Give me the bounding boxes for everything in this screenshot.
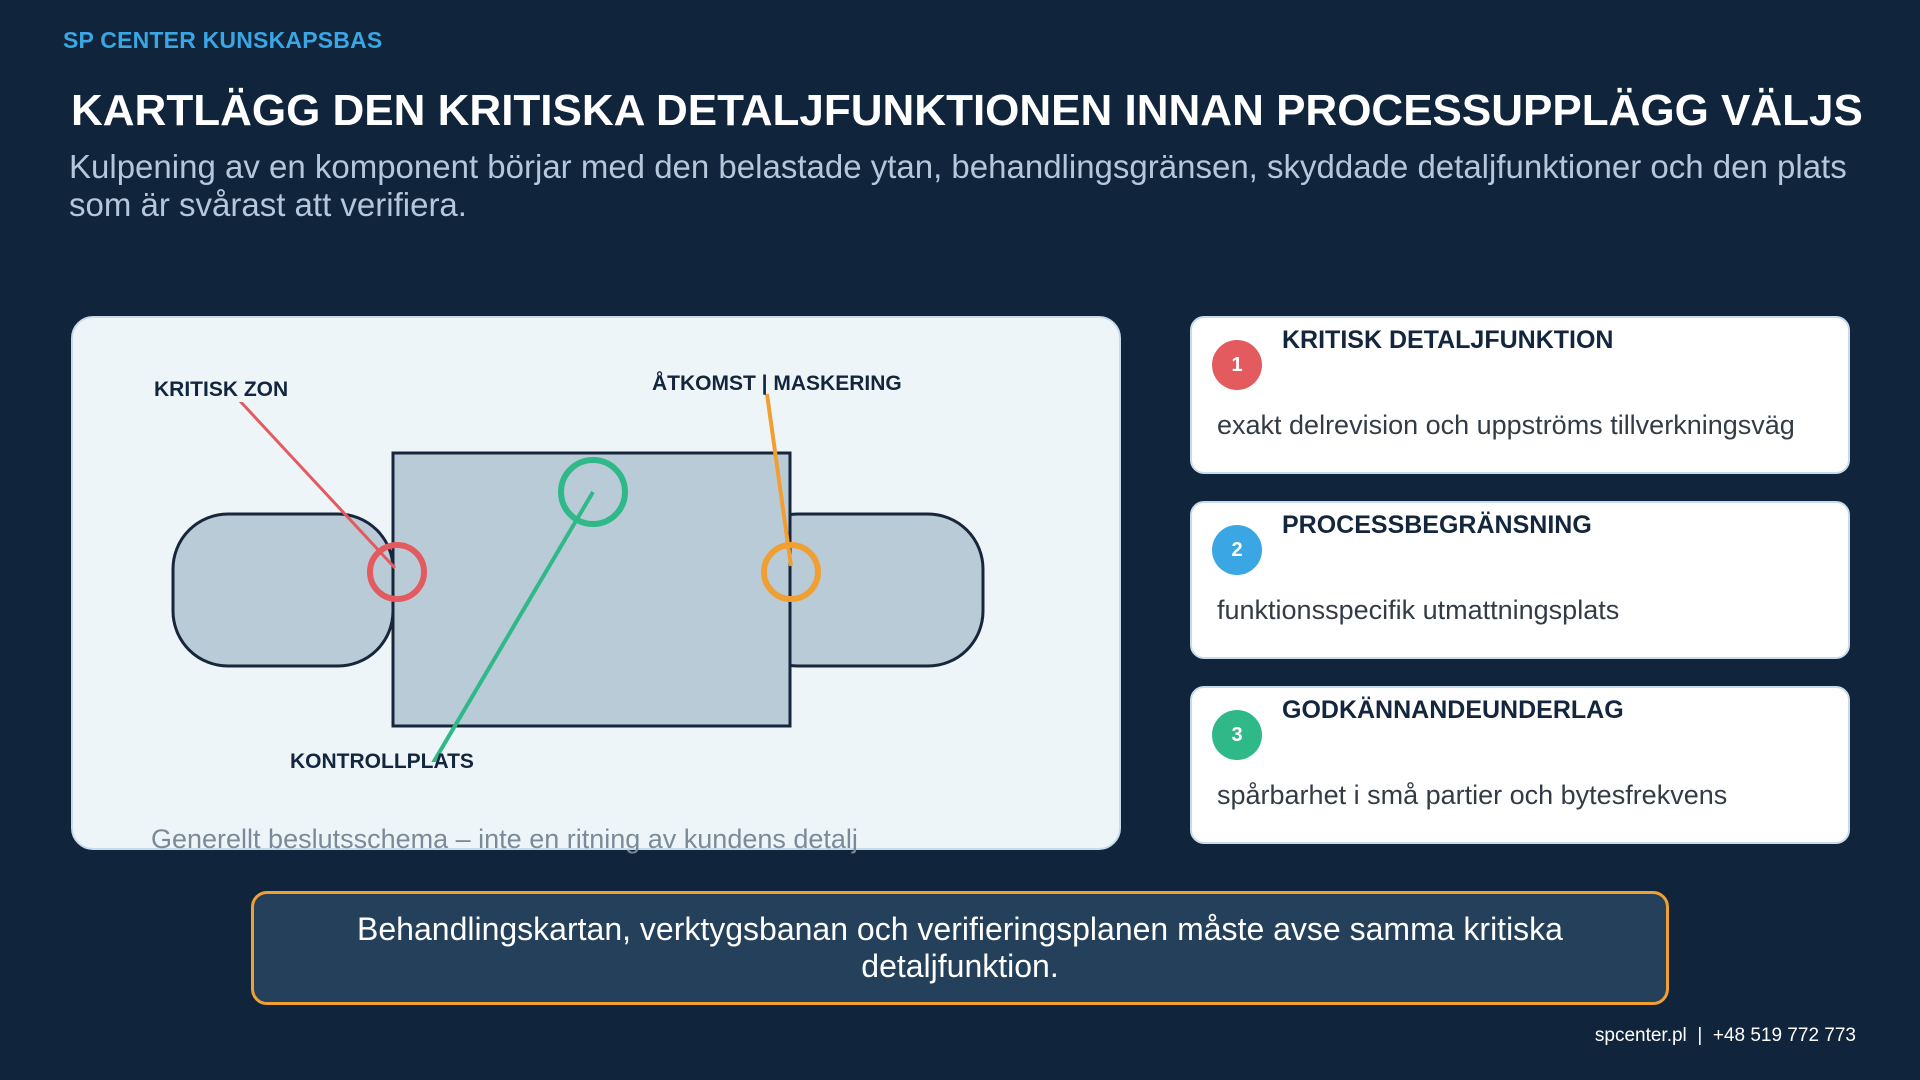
critical-zone-label-bg [149,376,315,402]
control-point-label: KONTROLLPLATS [290,750,474,773]
card-title: GODKÄNNANDEUNDERLAG [1282,696,1624,724]
part-body [391,451,792,728]
access-leader [765,393,793,567]
access-marker [761,542,821,602]
card-title: KRITISK DETALJFUNKTION [1282,326,1614,354]
critical-zone-label: KRITISK ZON [154,378,288,401]
card-critical-feature: 1 KRITISK DETALJFUNKTION exakt delrevisi… [1190,316,1850,474]
control-marker [558,457,628,527]
key-message-callout: Behandlingskartan, verktygsbanan och ver… [251,891,1669,1005]
diagram-panel: KRITISK ZON ÅTKOMST | MASKERING KONTROLL… [71,316,1121,854]
footer-contact: spcenter.pl | +48 519 772 773 [1594,1025,1856,1046]
control-leader [431,490,595,765]
card-description: spårbarhet i små partier och bytesfrekve… [1217,780,1728,810]
card-number-badge: 2 [1212,525,1262,575]
callout-text: Behandlingskartan, verktygsbanan och ver… [357,911,1563,984]
card-title: PROCESSBEGRÄNSNING [1282,511,1592,539]
critical-zone-marker [367,542,427,602]
card-description: exakt delrevision och uppströms tillverk… [1217,410,1795,440]
part-shaft-left [171,512,395,668]
brand-label: SP CENTER KUNSKAPSBAS [63,27,383,53]
card-process-limit: 2 PROCESSBEGRÄNSNING funktionsspecifik u… [1190,501,1850,659]
card-approval-basis: 3 GODKÄNNANDEUNDERLAG spårbarhet i små p… [1190,686,1850,844]
card-number-badge: 3 [1212,710,1262,760]
part-diagram: KRITISK ZON ÅTKOMST | MASKERING KONTROLL… [149,371,985,790]
card-number-badge: 1 [1212,340,1262,390]
card-description: funktionsspecifik utmattningsplats [1217,595,1620,625]
diagram-caption: Generellt beslutsschema – inte en ritnin… [151,824,858,854]
access-masking-label: ÅTKOMST | MASKERING [652,371,902,395]
page-title: KARTLÄGG DEN KRITISKA DETALJFUNKTIONEN I… [71,86,1863,135]
control-label-bg [287,762,547,790]
page-subtitle: Kulpening av en komponent börjar med den… [69,148,1847,223]
critical-zone-leader [237,398,397,570]
